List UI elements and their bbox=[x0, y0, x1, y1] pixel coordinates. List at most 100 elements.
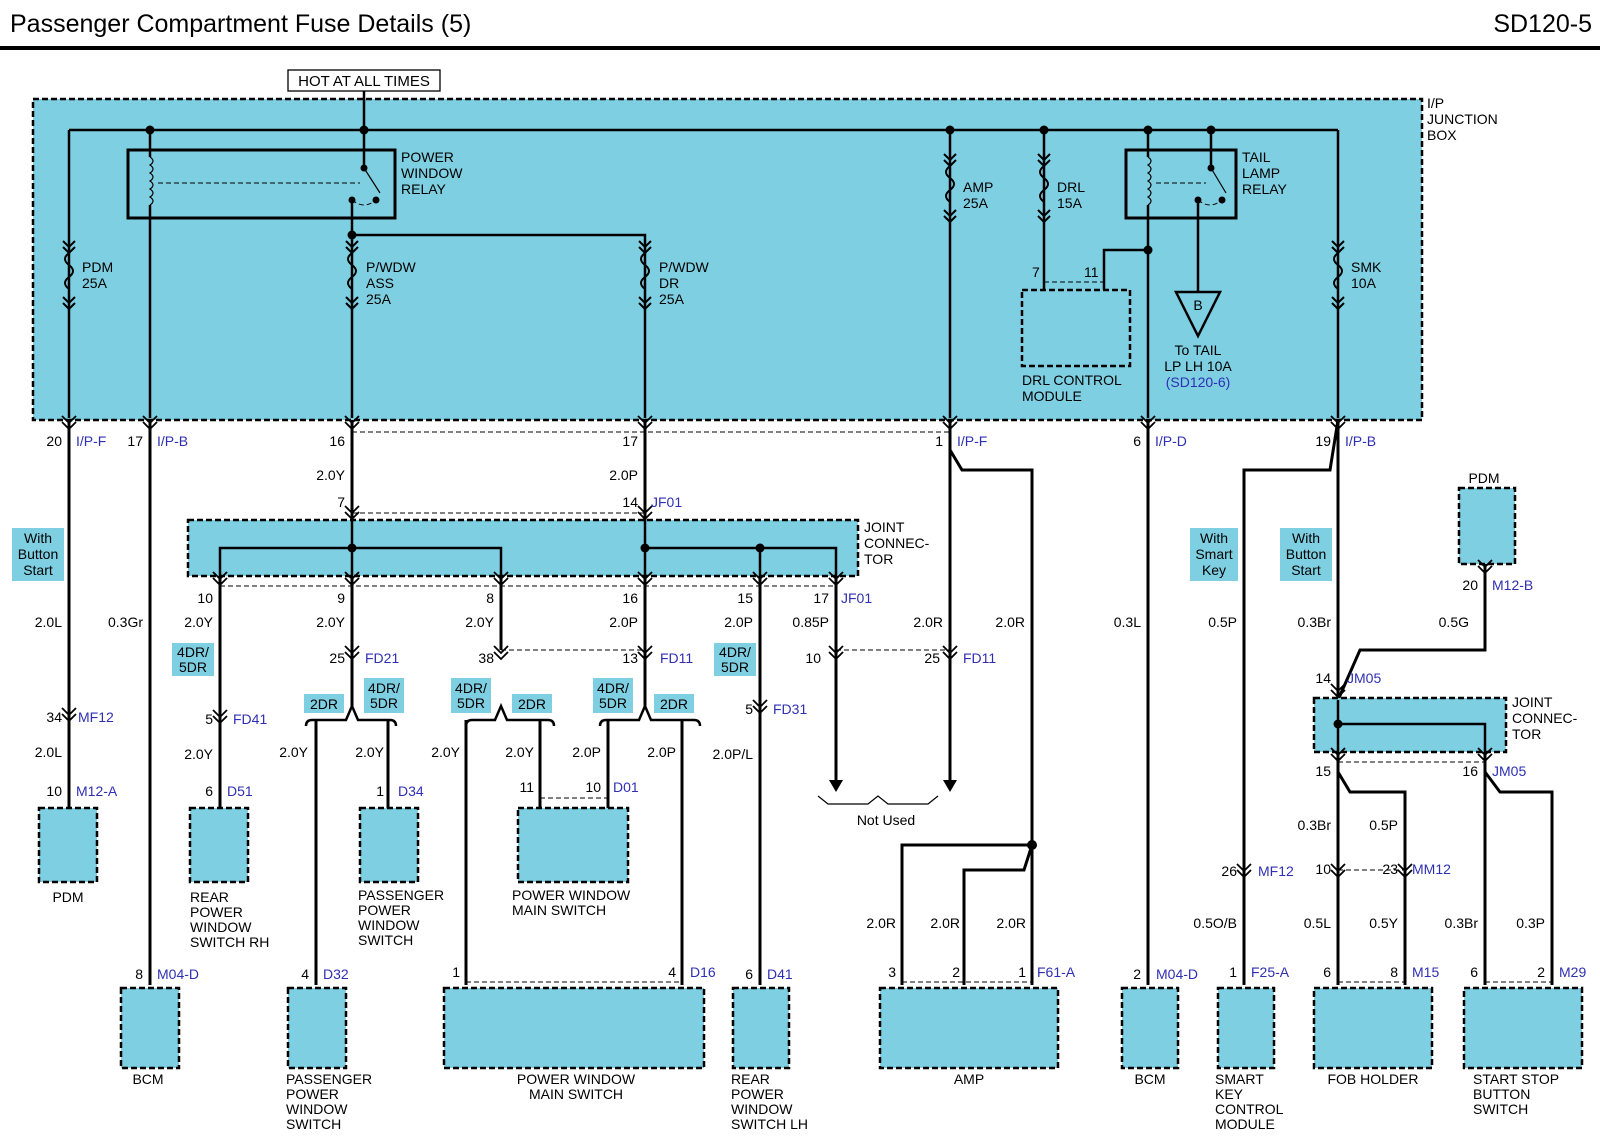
bcm-label: BCM bbox=[1134, 1071, 1165, 1087]
comp-label: WINDOW bbox=[190, 919, 252, 935]
connector-chevron bbox=[637, 645, 653, 661]
pin: 23 bbox=[1382, 861, 1398, 877]
pin: 2 bbox=[952, 964, 960, 980]
conn-ipd: I/P-D bbox=[1155, 433, 1187, 449]
conn-fd21: FD21 bbox=[365, 650, 399, 666]
tag-text: 4DR/ bbox=[597, 680, 629, 696]
pin: 10 bbox=[585, 779, 601, 795]
pin: 10 bbox=[1315, 861, 1331, 877]
tail-relay-label-1: TAIL bbox=[1242, 149, 1271, 165]
wire-label: 2.0Y bbox=[505, 744, 534, 760]
conn-m12b: M12-B bbox=[1492, 577, 1533, 593]
wire-label: 0.5G bbox=[1439, 614, 1469, 630]
tag-text: Start bbox=[1291, 562, 1321, 578]
connector-chevron bbox=[344, 645, 360, 661]
pdm-component-1 bbox=[37, 806, 99, 884]
wire-label: 0.5O/B bbox=[1193, 915, 1237, 931]
fuse-pwdw-dr-sub: DR bbox=[659, 275, 679, 291]
not-used-label: Not Used bbox=[857, 812, 915, 828]
pin: 1 bbox=[1018, 964, 1026, 980]
comp-label: CONTROL bbox=[1215, 1101, 1284, 1117]
pin: 6 bbox=[1323, 964, 1331, 980]
tag-text: With bbox=[1200, 530, 1228, 546]
connector-chevron bbox=[1477, 559, 1493, 575]
conn-mf12: MF12 bbox=[78, 709, 114, 725]
pin: 25 bbox=[924, 650, 940, 666]
tag-text: 5DR bbox=[721, 659, 749, 675]
fuse-pdm-rating: 25A bbox=[82, 275, 108, 291]
comp-label: KEY bbox=[1215, 1086, 1244, 1102]
connector-chevron bbox=[752, 571, 768, 587]
pin: 17 bbox=[813, 590, 829, 606]
power-window-main-switch-1 bbox=[516, 806, 630, 884]
comp-label: SWITCH bbox=[358, 932, 413, 948]
comp-label: POWER bbox=[190, 904, 243, 920]
tag-text: 4DR/ bbox=[455, 680, 487, 696]
fuse-drl-name: DRL bbox=[1057, 179, 1085, 195]
conn-d16: D16 bbox=[690, 964, 716, 980]
tail-ref-label-2: LP LH 10A bbox=[1164, 358, 1232, 374]
conn-m04d: M04-D bbox=[157, 966, 199, 982]
pin: 5 bbox=[745, 701, 753, 717]
comp-label: SMART bbox=[1215, 1071, 1264, 1087]
fuse-symbol bbox=[1331, 240, 1345, 311]
relay-label-2: WINDOW bbox=[401, 165, 463, 181]
comp-label: POWER bbox=[358, 902, 411, 918]
connector-chevron bbox=[637, 505, 653, 521]
wire-label: 2.0Y bbox=[355, 744, 384, 760]
fuse-symbol bbox=[638, 240, 652, 311]
conn-m29: M29 bbox=[1559, 964, 1586, 980]
connector-chevron bbox=[61, 415, 77, 431]
wire-label: 2.0Y bbox=[316, 467, 345, 483]
wire-label: 0.3Br bbox=[1298, 817, 1332, 833]
pdm-label: PDM bbox=[52, 889, 83, 905]
power-label: HOT AT ALL TIMES bbox=[298, 73, 430, 90]
tail-ref-triangle bbox=[1173, 290, 1223, 339]
tail-relay-label-3: RELAY bbox=[1242, 181, 1288, 197]
tag-text: 2DR bbox=[660, 696, 688, 712]
pin-19: 19 bbox=[1315, 433, 1331, 449]
conn-ipf2: I/P-F bbox=[957, 433, 987, 449]
pdm2-label: PDM bbox=[1468, 470, 1499, 486]
comp-label: MODULE bbox=[1215, 1116, 1275, 1132]
pin-6: 6 bbox=[1133, 433, 1141, 449]
wire-label: 2.0L bbox=[35, 744, 62, 760]
wire-label: 0.5Y bbox=[1369, 915, 1398, 931]
pin: 34 bbox=[46, 709, 62, 725]
fuse-symbol bbox=[345, 240, 359, 311]
pin-17: 17 bbox=[127, 433, 143, 449]
conn-d51: D51 bbox=[227, 783, 253, 799]
connector-chevron bbox=[344, 505, 360, 521]
conn-mf12b: MF12 bbox=[1258, 863, 1294, 879]
fuse-smk-name: SMK bbox=[1351, 259, 1382, 275]
connector-chevron bbox=[828, 571, 844, 587]
tail-ref-link[interactable]: (SD120-6) bbox=[1166, 374, 1231, 390]
wire-label: 2.0P bbox=[724, 614, 753, 630]
tag-text: Button bbox=[1286, 546, 1326, 562]
tag-text: 4DR/ bbox=[719, 644, 751, 660]
pin: 15 bbox=[1315, 763, 1331, 779]
connector-chevron bbox=[212, 709, 228, 725]
wire-label: 2.0R bbox=[930, 915, 960, 931]
jf01-label-2: CONNEC- bbox=[864, 535, 930, 551]
ip-box-label-3: BOX bbox=[1427, 127, 1457, 143]
pin: 8 bbox=[135, 966, 143, 982]
pin: 2 bbox=[1537, 964, 1545, 980]
conn-ipb: I/P-B bbox=[157, 433, 188, 449]
wire-label: 0.3Gr bbox=[108, 614, 143, 630]
wire-label: 0.5P bbox=[1369, 817, 1398, 833]
fuse-smk-rating: 10A bbox=[1351, 275, 1377, 291]
connector-chevron bbox=[212, 571, 228, 587]
tag-text: 5DR bbox=[599, 695, 627, 711]
drl-label-1: DRL CONTROL bbox=[1022, 372, 1122, 388]
pin-jf14: 14 bbox=[622, 494, 638, 510]
wire-label: 2.0Y bbox=[184, 614, 213, 630]
ip-junction-box bbox=[31, 97, 1424, 422]
wire-label: 0.3Br bbox=[1445, 915, 1479, 931]
connector-chevron bbox=[637, 571, 653, 587]
wire-label: 2.0Y bbox=[279, 744, 308, 760]
wire-label: 2.0R bbox=[996, 915, 1026, 931]
tag-text: 2DR bbox=[310, 696, 338, 712]
wire-label: 2.0P bbox=[609, 467, 638, 483]
pin: 10 bbox=[197, 590, 213, 606]
